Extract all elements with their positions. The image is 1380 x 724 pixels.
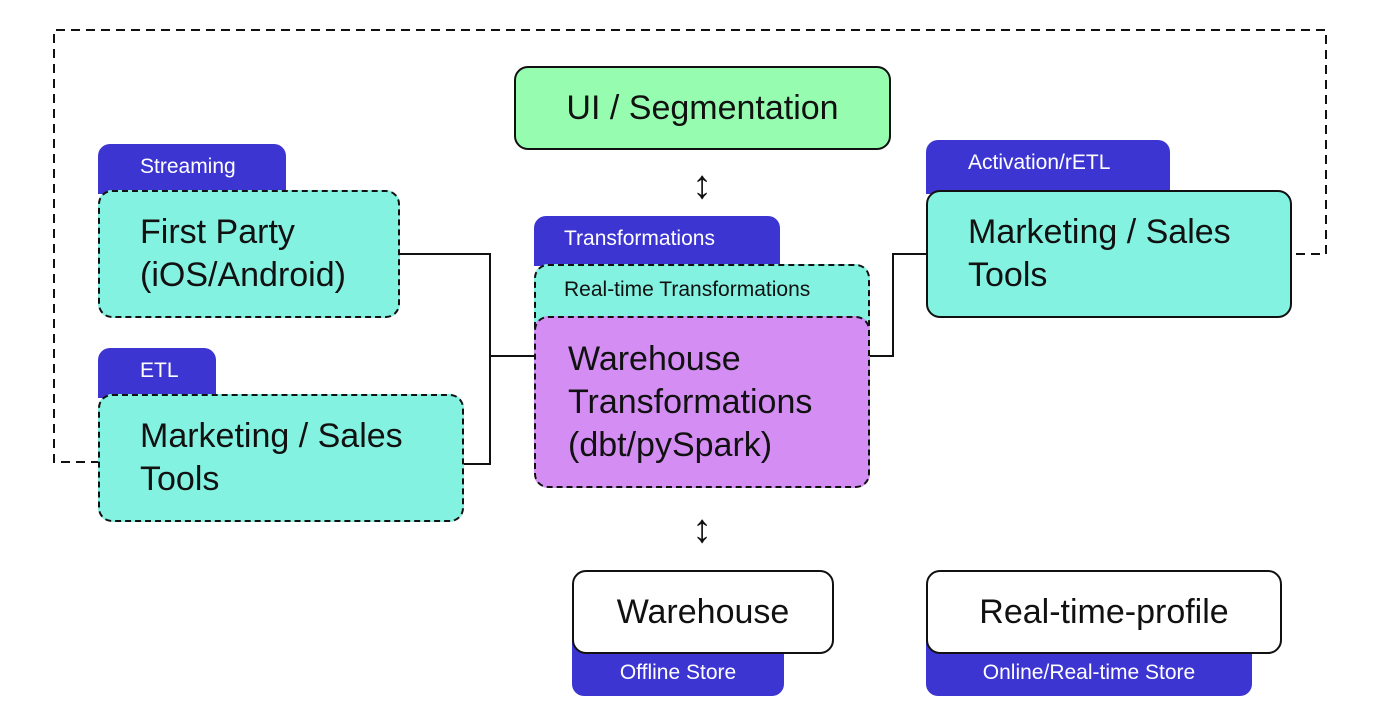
activation-marketing-line-1: Marketing / Sales — [968, 213, 1231, 251]
realtime-profile-node: Real-time-profile — [926, 570, 1282, 654]
warehouse-transformations-node: Warehouse Transformations (dbt/pySpark) — [534, 316, 870, 488]
bidirectional-arrow-icon: ↕ — [692, 507, 712, 551]
realtime-profile-label: Real-time-profile — [979, 592, 1229, 631]
realtime-transformations-label: Real-time Transformations — [564, 278, 811, 301]
activation-tag: Activation/rETL — [926, 140, 1170, 194]
transformations-tag-label: Transformations — [564, 227, 715, 250]
warehouse-transformations-line-3: (dbt/pySpark) — [568, 425, 773, 464]
activation-marketing-line-2: Tools — [968, 256, 1048, 294]
streaming-tag-label: Streaming — [140, 155, 236, 178]
streaming-tag: Streaming — [98, 144, 286, 194]
first-party-line-2: (iOS/Android) — [140, 256, 346, 294]
warehouse-transformations-line-1: Warehouse — [568, 339, 741, 378]
offline-store-tag-label: Offline Store — [619, 661, 737, 684]
etl-marketing-sales-node: Marketing / Sales Tools — [98, 394, 464, 522]
first-party-node: First Party (iOS/Android) — [98, 190, 400, 318]
transformations-tag: Transformations — [534, 216, 780, 266]
etl-marketing-line-2: Tools — [140, 460, 220, 498]
warehouse-node: Warehouse — [572, 570, 834, 654]
etl-tag-label: ETL — [140, 359, 179, 382]
connector-activation — [870, 253, 928, 357]
bidirectional-arrow-icon: ↕ — [692, 163, 712, 207]
warehouse-label: Warehouse — [616, 592, 790, 631]
ui-segmentation-label: UI / Segmentation — [566, 88, 839, 127]
etl-marketing-line-1: Marketing / Sales — [140, 417, 403, 455]
activation-tag-label: Activation/rETL — [968, 151, 1111, 174]
warehouse-transformations-line-2: Transformations — [568, 382, 813, 421]
activation-marketing-sales-node: Marketing / Sales Tools — [926, 190, 1292, 318]
ui-segmentation-node: UI / Segmentation — [514, 66, 891, 150]
first-party-line-1: First Party — [140, 213, 295, 251]
etl-tag: ETL — [98, 348, 216, 398]
online-store-tag-label: Online/Real-time Store — [982, 661, 1196, 684]
